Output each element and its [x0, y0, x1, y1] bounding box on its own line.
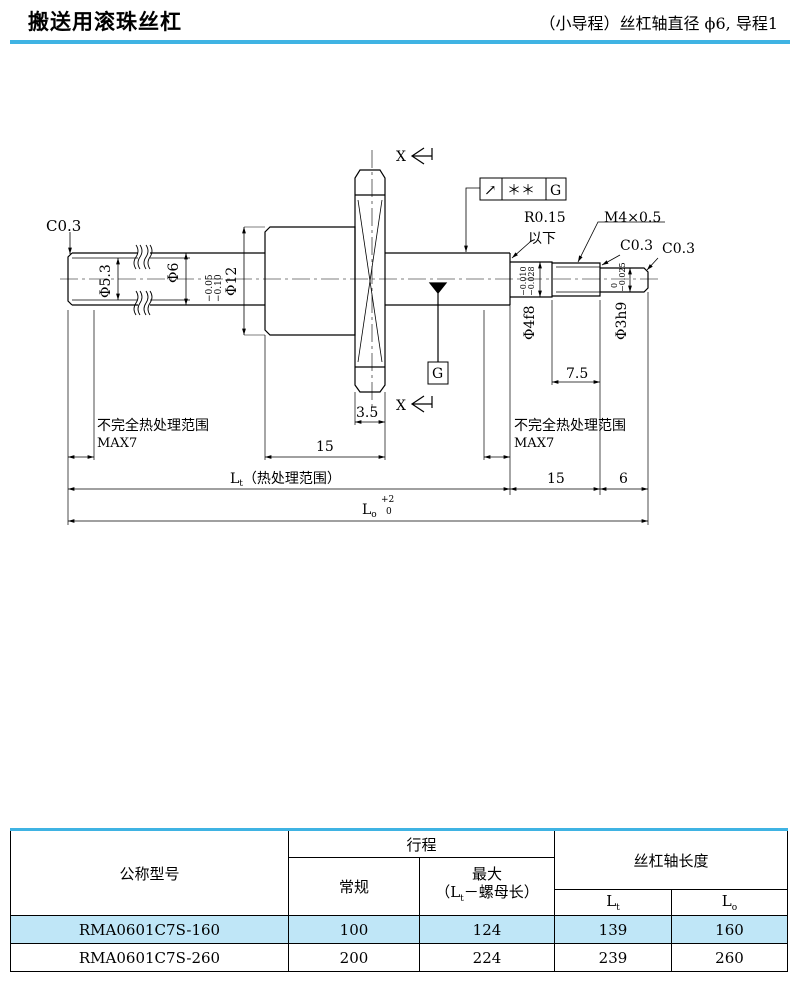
- gdt-symbol: ↗: [484, 181, 497, 199]
- dia-4f8-tol-lower: −0.028: [527, 266, 536, 296]
- lo-symbol: L: [362, 502, 371, 518]
- col-lo-symbol: L: [721, 892, 732, 910]
- dim-lo-label: Lo: [362, 502, 377, 520]
- lo-tol-lower: 0: [386, 507, 392, 517]
- shaft-thread: [552, 262, 601, 297]
- nut-body: [264, 226, 356, 336]
- col-stroke-header: 行程: [288, 828, 555, 858]
- dia-12-label: Φ12: [224, 267, 240, 296]
- col-model-header: 公称型号: [10, 828, 289, 916]
- chamfer-left-label: C0.3: [46, 217, 81, 235]
- dia-12-tol-lower: −0.10: [214, 274, 224, 302]
- datum-box-label: G: [432, 366, 443, 382]
- cell-lt: 239: [554, 943, 672, 972]
- cell-model: RMA0601C7S-160: [10, 915, 289, 944]
- shaft-journal: [510, 261, 553, 298]
- radius-label: R0.15: [524, 210, 566, 226]
- note-right-line2: MAX7: [514, 436, 554, 451]
- page-subtitle: （小导程）丝杠轴直径 ϕ6, 导程1: [539, 14, 778, 33]
- col-max-header: 最大 （Lt－螺母长）: [419, 857, 555, 916]
- dim-7-5: 7.5: [566, 366, 588, 382]
- col-max-rest: －螺母长）: [463, 883, 539, 901]
- dia-5-3-label: Φ5.3: [98, 264, 114, 298]
- page-header: 搬送用滚珠丝杠 （小导程）丝杠轴直径 ϕ6, 导程1: [10, 0, 790, 44]
- note-right-line1: 不完全热处理范围: [514, 417, 626, 434]
- col-max-line1: 最大: [471, 865, 502, 883]
- dim-lt-label: Lt（热处理范围）: [230, 470, 341, 489]
- section-x-bottom: X: [396, 398, 406, 414]
- col-length-header: 丝杠轴长度: [554, 828, 788, 890]
- lt-description: （热处理范围）: [243, 470, 341, 487]
- dim-15-nut: 15: [316, 439, 334, 455]
- chamfer-right-label: C0.3: [662, 241, 695, 257]
- dia-3h9-tol-upper: 0: [610, 283, 619, 288]
- cell-model: RMA0601C7S-260: [10, 943, 289, 972]
- note-left-line2: MAX7: [97, 436, 137, 451]
- cell-lo: 260: [671, 943, 788, 972]
- dia-3h9-label: Φ3h9: [614, 302, 630, 340]
- col-lo-header: Lo: [671, 889, 788, 916]
- spec-table: 公称型号 行程 丝杠轴长度 常规 最大 （Lt－螺母长） Lt Lo RMA06…: [10, 828, 788, 972]
- col-lt-symbol: L: [606, 892, 617, 910]
- thread-label: M4×0.5: [604, 210, 661, 226]
- col-max-open: （L: [435, 883, 461, 901]
- dia-4f8-label: Φ4f8: [522, 306, 538, 340]
- col-lo-sub: o: [731, 903, 738, 913]
- lt-symbol: L: [230, 471, 239, 487]
- page-title: 搬送用滚珠丝杠: [28, 10, 182, 34]
- col-max-line2: （Lt－螺母长）: [420, 883, 554, 908]
- cell-normal: 200: [288, 943, 420, 972]
- dia-12-tol-upper: −0.05: [205, 274, 215, 302]
- chamfer-mid-label: C0.3: [620, 238, 653, 254]
- section-x-top: X: [396, 149, 406, 165]
- cell-max: 124: [419, 915, 555, 944]
- lt-subscript: t: [239, 479, 243, 489]
- dim-3-5: 3.5: [356, 405, 378, 421]
- note-left-line1: 不完全热处理范围: [97, 417, 209, 434]
- dim-15-end: 15: [547, 471, 565, 487]
- cell-lo: 160: [671, 915, 788, 944]
- gdt-datum: G: [550, 183, 561, 199]
- ball-screw-drawing: C0.3 Φ5.3 Φ6 −0.05 −0.10 Φ12 X X ↗ ＊＊ G …: [46, 147, 695, 525]
- table-row: RMA0601C7S-160 100 124 139 160: [10, 915, 788, 944]
- datum-triangle: [428, 282, 448, 294]
- cell-lt: 139: [554, 915, 672, 944]
- table-row: RMA0601C7S-260 200 224 239 260: [10, 943, 788, 972]
- nut-flange: [354, 169, 386, 393]
- radius-sub-label: 以下: [528, 231, 556, 247]
- dia-3h9-tol-lower: −0.025: [618, 262, 627, 292]
- cell-normal: 100: [288, 915, 420, 944]
- col-lt-header: Lt: [554, 889, 672, 916]
- dia-4f8-tol-upper: −0.010: [519, 266, 528, 296]
- gdt-value: ＊＊: [507, 183, 535, 199]
- lo-tol-upper: +2: [381, 495, 394, 505]
- lo-subscript: o: [371, 510, 376, 520]
- cell-max: 224: [419, 943, 555, 972]
- dim-6: 6: [619, 471, 628, 487]
- shaft-end: [600, 267, 649, 293]
- col-normal-header: 常规: [288, 857, 420, 916]
- dia-6-label: Φ6: [166, 263, 182, 283]
- col-lt-sub: t: [616, 903, 620, 913]
- col-max-sub: t: [460, 894, 464, 904]
